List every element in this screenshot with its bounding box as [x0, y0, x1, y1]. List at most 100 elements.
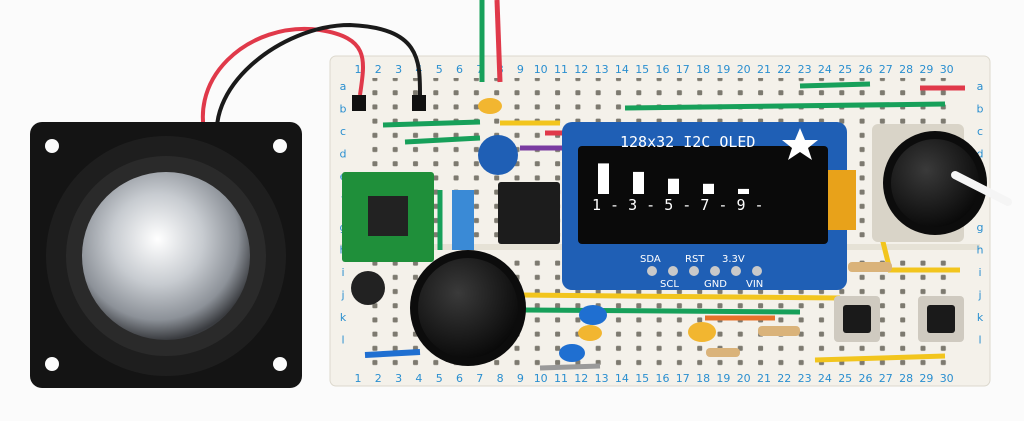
- row-label-right: k: [977, 311, 984, 324]
- column-label-bottom: 23: [798, 372, 812, 385]
- resistors: [706, 262, 892, 357]
- column-label-top: 12: [574, 63, 588, 76]
- row-label-right: d: [977, 148, 984, 161]
- potentiometer-knob-left: [410, 250, 526, 366]
- speaker: [30, 122, 302, 388]
- row-label-right: b: [977, 103, 984, 116]
- column-label-bottom: 6: [456, 372, 463, 385]
- oled-bar: [598, 163, 609, 194]
- oled-bar: [703, 183, 714, 194]
- column-label-top: 16: [656, 63, 670, 76]
- row-label-right: a: [977, 80, 984, 93]
- column-label-top: 29: [919, 63, 933, 76]
- row-label-left: l: [341, 334, 344, 347]
- column-label-top: 28: [899, 63, 913, 76]
- column-label-bottom: 30: [940, 372, 954, 385]
- column-label-top: 10: [534, 63, 548, 76]
- column-label-top: 17: [676, 63, 690, 76]
- column-label-top: 2: [375, 63, 382, 76]
- column-label-bottom: 20: [737, 372, 751, 385]
- pin-label-gnd: GND: [704, 279, 727, 290]
- column-label-bottom: 27: [879, 372, 893, 385]
- column-label-top: 30: [940, 63, 954, 76]
- column-label-bottom: 11: [554, 372, 568, 385]
- row-label-left: k: [340, 311, 347, 324]
- row-label-right: g: [977, 221, 984, 234]
- oled-bar-graph: [598, 163, 749, 194]
- column-label-bottom: 10: [534, 372, 548, 385]
- oled-bar: [738, 188, 749, 194]
- row-label-right: h: [977, 244, 984, 257]
- column-label-top: 19: [716, 63, 730, 76]
- column-label-bottom: 12: [574, 372, 588, 385]
- column-label-bottom: 3: [395, 372, 402, 385]
- column-label-bottom: 8: [497, 372, 504, 385]
- column-label-top: 13: [595, 63, 609, 76]
- column-label-bottom: 17: [676, 372, 690, 385]
- ic-chip: [498, 182, 560, 244]
- column-label-bottom: 25: [838, 372, 852, 385]
- row-label-left: i: [341, 266, 344, 279]
- row-label-right: l: [978, 334, 981, 347]
- row-label-right: c: [977, 125, 983, 138]
- wires: [201, 0, 965, 371]
- oled-module: 128x32 I2C OLED 1 - 3 - 5 - 7 - 9 - SDA …: [562, 122, 856, 290]
- column-label-top: 27: [879, 63, 893, 76]
- breadboard-row-labels-right: abcdefghijkl: [977, 80, 984, 347]
- column-label-bottom: 26: [859, 372, 873, 385]
- column-label-bottom: 29: [919, 372, 933, 385]
- column-label-top: 22: [777, 63, 791, 76]
- column-label-top: 9: [517, 63, 524, 76]
- column-label-top: 24: [818, 63, 832, 76]
- column-label-top: 18: [696, 63, 710, 76]
- column-label-bottom: 21: [757, 372, 771, 385]
- column-label-top: 1: [355, 63, 362, 76]
- row-label-left: b: [340, 103, 347, 116]
- column-label-bottom: 22: [777, 372, 791, 385]
- column-label-top: 6: [456, 63, 463, 76]
- row-label-left: a: [340, 80, 347, 93]
- pin-label-rst: RST: [685, 254, 705, 265]
- row-label-right: j: [977, 289, 981, 302]
- column-label-bottom: 5: [436, 372, 443, 385]
- row-label-left: c: [340, 125, 346, 138]
- capacitors: [351, 98, 716, 362]
- column-label-top: 11: [554, 63, 568, 76]
- column-label-bottom: 19: [716, 372, 730, 385]
- column-label-bottom: 24: [818, 372, 832, 385]
- amplifier-board: [342, 172, 434, 262]
- column-label-top: 5: [436, 63, 443, 76]
- column-label-bottom: 14: [615, 372, 629, 385]
- column-label-top: 3: [395, 63, 402, 76]
- oled-bar: [633, 171, 644, 194]
- row-label-right: i: [978, 266, 981, 279]
- column-label-bottom: 9: [517, 372, 524, 385]
- column-label-top: 26: [859, 63, 873, 76]
- column-label-top: 15: [635, 63, 649, 76]
- column-label-bottom: 1: [355, 372, 362, 385]
- tactile-buttons: [834, 296, 964, 342]
- row-label-left: d: [340, 148, 347, 161]
- column-label-top: 20: [737, 63, 751, 76]
- oled-bar: [668, 178, 679, 194]
- pin-label-sda: SDA: [640, 254, 661, 265]
- column-label-top: 23: [798, 63, 812, 76]
- adafruit-logo-icon: [782, 128, 818, 160]
- column-label-top: 14: [615, 63, 629, 76]
- column-label-bottom: 4: [415, 372, 422, 385]
- column-label-bottom: 13: [595, 372, 609, 385]
- column-label-bottom: 18: [696, 372, 710, 385]
- column-label-top: 21: [757, 63, 771, 76]
- pin-label-3v3: 3.3V: [722, 254, 745, 265]
- potentiometer-knob-right: [872, 124, 1012, 242]
- pin-label-scl: SCL: [660, 279, 679, 290]
- pin-label-vin: VIN: [746, 279, 763, 290]
- oled-readout: 1 - 3 - 5 - 7 - 9 -: [592, 196, 764, 214]
- column-label-bottom: 15: [635, 372, 649, 385]
- column-label-bottom: 28: [899, 372, 913, 385]
- column-label-bottom: 16: [656, 372, 670, 385]
- column-label-bottom: 7: [476, 372, 483, 385]
- column-label-top: 25: [838, 63, 852, 76]
